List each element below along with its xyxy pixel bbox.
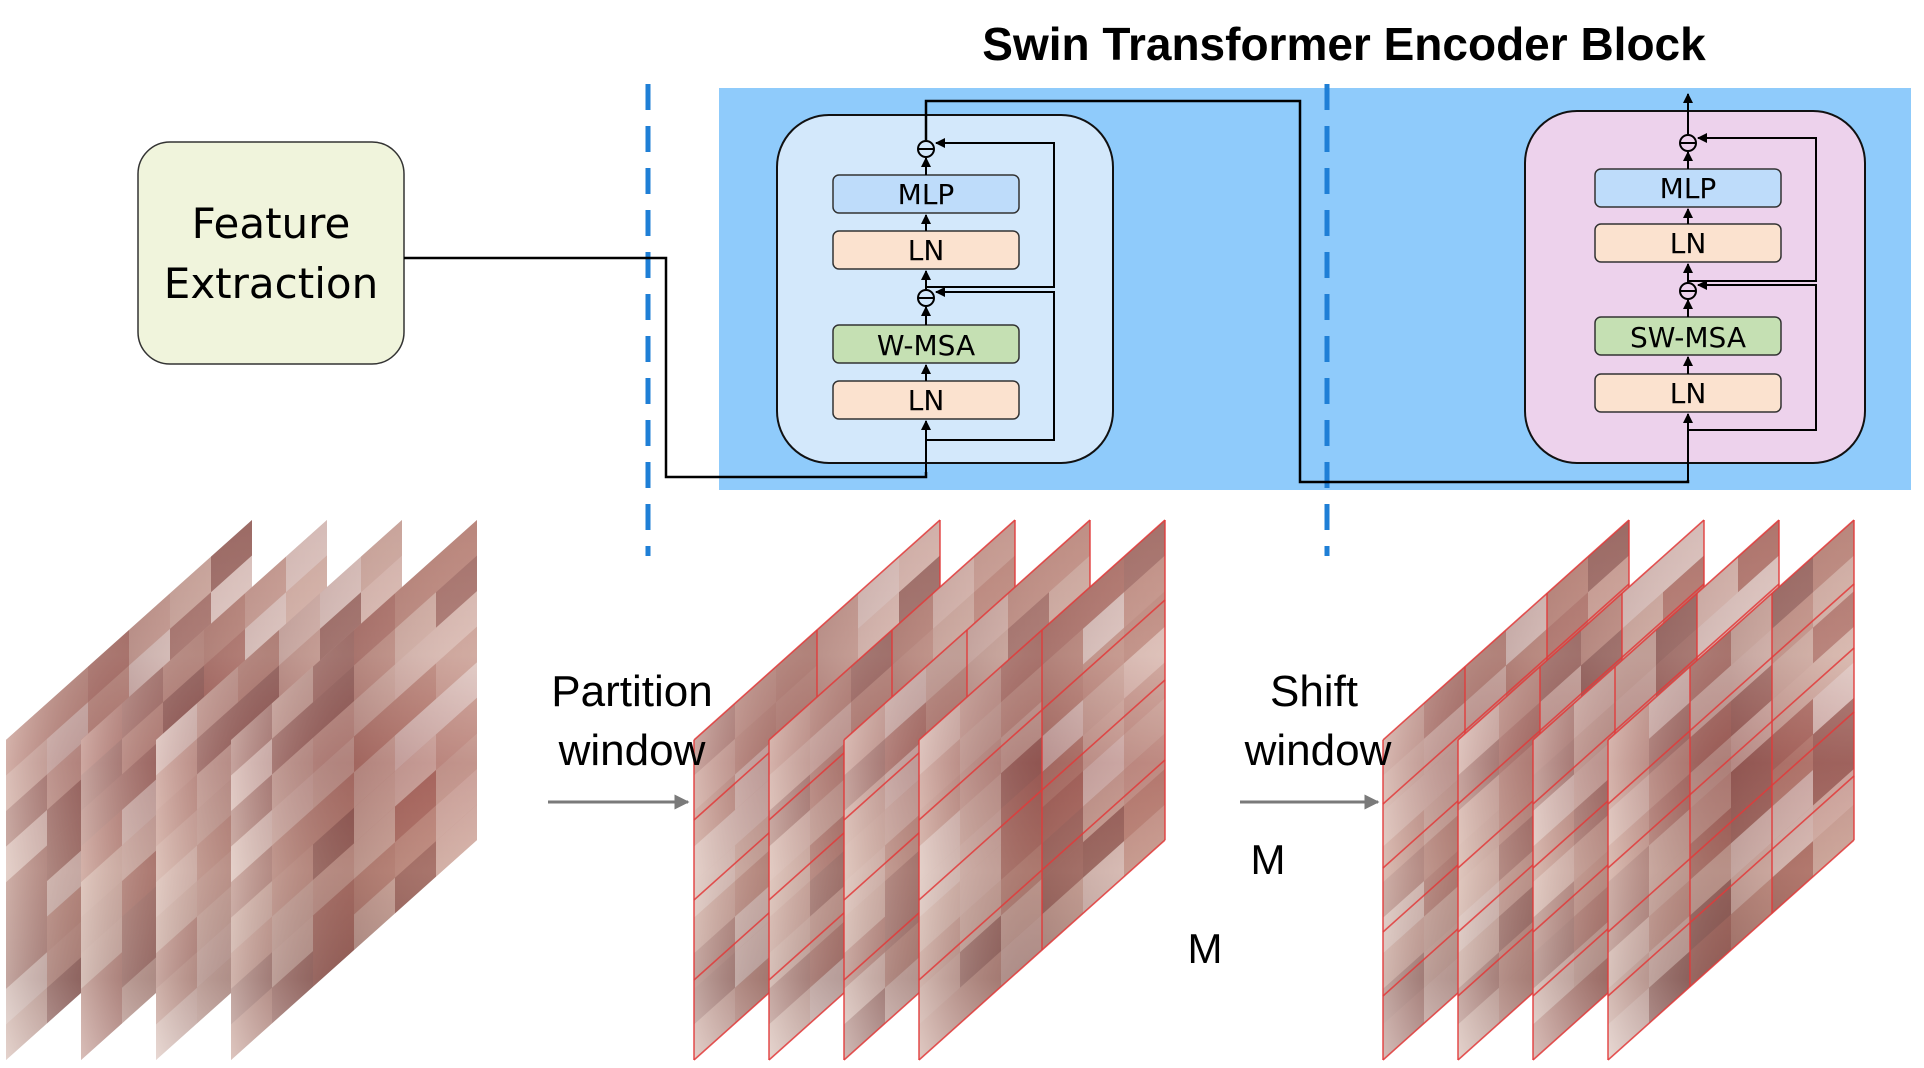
feature-map-stack-original [6,520,477,1060]
diagram-title: Swin Transformer Encoder Block [982,18,1706,70]
feature-label-line2: Extraction [164,259,378,308]
feature-map-shading [1608,520,1854,1060]
window-grid-line [768,519,1016,741]
mlp-label: MLP [898,178,955,211]
window-grid-line [843,519,1091,741]
shift-label-line1: Shift [1270,667,1358,716]
swmsa-label: SW-MSA [1630,321,1746,354]
window-grid-line [1607,583,1855,805]
feature-label-line1: Feature [192,199,351,248]
partition-label-line2: window [558,726,706,775]
window-size-label-m: M [1188,925,1223,972]
mlp-label: MLP [1660,172,1717,205]
window-grid-line [918,519,1166,741]
window-size-label-m: M [1251,836,1286,883]
window-grid-line [1607,519,1855,741]
ln-label-top: LN [1670,227,1707,260]
encoder-block-wmsa: MLP LN W-MSA LN [776,114,1114,472]
wmsa-label: W-MSA [877,329,975,362]
partition-label-line1: Partition [551,667,712,716]
window-grid-line [1457,519,1705,741]
encoder-block-swmsa: MLP LN SW-MSA LN [1524,93,1866,480]
window-grid-line [1607,775,1855,997]
feature-extraction-box: Feature Extraction [137,141,405,365]
window-grid-line [1457,583,1705,805]
window-grid-line [918,839,1166,1061]
window-grid-line [918,599,1166,821]
window-grid-line [1607,839,1855,1061]
ln-label-bottom: LN [908,384,945,417]
window-grid-line [1532,519,1780,741]
ln-label-top: LN [908,234,945,267]
feature-map-shading [231,520,477,1060]
shift-label-line2: window [1244,726,1392,775]
window-grid-line [918,679,1166,901]
window-grid-line [1382,583,1630,805]
feature-map-stack-shifted [1382,519,1855,1061]
window-grid-line [693,519,941,741]
window-grid-line [1607,647,1855,869]
window-grid-line [1382,519,1630,741]
window-grid-line [918,759,1166,981]
feature-map-stack-partitioned [693,519,1166,1061]
window-grid-line [1532,583,1780,805]
ln-label-bottom: LN [1670,377,1707,410]
window-grid-line [1607,711,1855,933]
flow-connector-lines [404,99,1690,484]
